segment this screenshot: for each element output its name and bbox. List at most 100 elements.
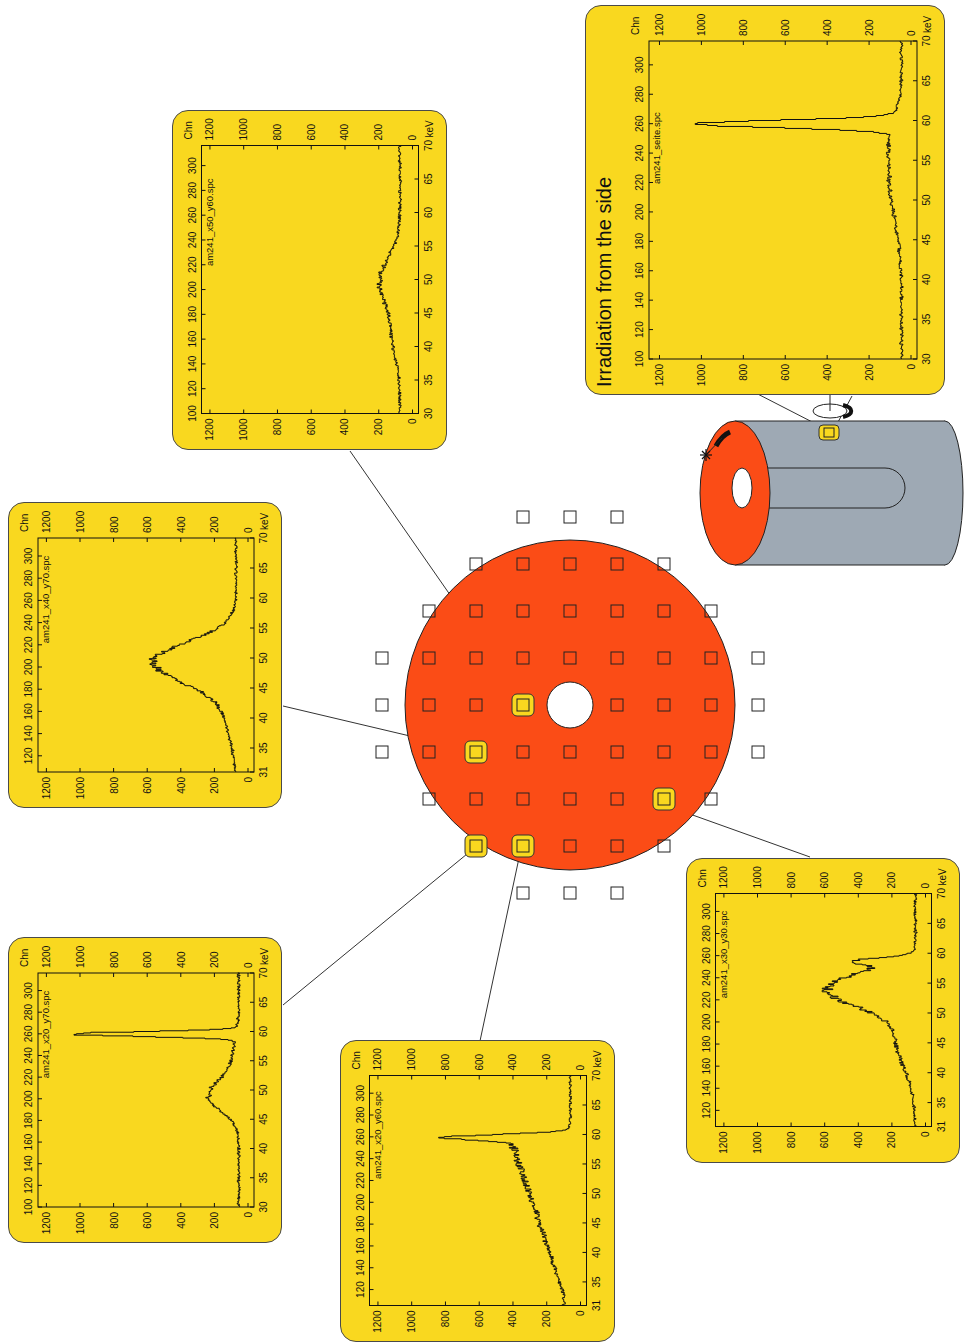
plot-frame: [38, 973, 254, 1207]
channel-tick: 240: [23, 1047, 34, 1064]
axis-ticks: [716, 894, 932, 1127]
axis-unit: keV: [922, 15, 933, 32]
file-name: am241_x20_y60.spc: [373, 1091, 383, 1179]
plot-graphics: [340, 1040, 615, 1342]
energy-tick: 35: [258, 1172, 269, 1183]
scan-position: [470, 699, 482, 711]
channel-tick: 300: [187, 157, 198, 174]
count-tick: 600: [306, 124, 317, 141]
channel-tick: 300: [23, 982, 34, 999]
energy-tick: 55: [258, 1055, 269, 1066]
plot-frame: [649, 41, 917, 359]
spectrum-curve: [822, 894, 917, 1127]
scan-position: [611, 793, 623, 805]
energy-tick: 65: [591, 1099, 602, 1110]
count-tick: 200: [208, 777, 219, 794]
channel-tick: 220: [634, 174, 645, 191]
energy-tick: 45: [258, 682, 269, 693]
channel-tick: 220: [23, 1068, 34, 1085]
scan-position: [517, 558, 529, 570]
energy-tick: 35: [591, 1276, 602, 1287]
energy-tick: 60: [591, 1129, 602, 1140]
energy-tick: 35: [936, 1097, 947, 1108]
count-tick: 600: [141, 777, 152, 794]
scan-position: [376, 652, 388, 664]
energy-tick: 60: [936, 948, 947, 959]
count-tick: 600: [779, 19, 790, 36]
energy-tick: 55: [258, 622, 269, 633]
scan-position: [423, 699, 435, 711]
scan-position: [423, 605, 435, 617]
energy-tick: 30: [921, 353, 932, 364]
position-highlight: [465, 741, 487, 763]
side-source-rim: [843, 405, 851, 417]
count-tick: 1000: [74, 510, 85, 532]
count-tick: 800: [737, 19, 748, 36]
scan-position: [705, 605, 717, 617]
channel-tick: 280: [187, 182, 198, 199]
scan-position: [470, 558, 482, 570]
plot-graphics: [8, 502, 282, 808]
energy-tick: 65: [936, 918, 947, 929]
scan-position: [705, 699, 717, 711]
scan-position: [564, 511, 576, 523]
axis-ticks: [38, 973, 254, 1207]
energy-tick: 65: [258, 996, 269, 1007]
energy-tick: 35: [423, 374, 434, 385]
energy-tick: 50: [921, 194, 932, 205]
count-tick: 1000: [406, 1311, 417, 1333]
channel-tick: 300: [701, 903, 712, 920]
highlighted-positions: [465, 694, 675, 857]
energy-tick: 50: [258, 652, 269, 663]
file-name: am241_x50_y60.spc: [205, 178, 215, 266]
scan-position: [658, 699, 670, 711]
channel-tick: 140: [701, 1080, 712, 1097]
scan-position: [423, 793, 435, 805]
scan-position: [658, 840, 670, 852]
count-tick: 200: [863, 364, 874, 381]
axis-unit: keV: [937, 868, 948, 885]
channel-tick: 200: [634, 203, 645, 220]
count-tick: 0: [407, 135, 418, 141]
scan-position: [470, 652, 482, 664]
channel-tick: 280: [634, 85, 645, 102]
spectrum-curve: [695, 41, 903, 359]
channel-tick: 280: [23, 569, 34, 586]
count-tick: 1200: [204, 118, 215, 140]
channel-tick: 160: [23, 703, 34, 720]
count-tick: 400: [853, 1132, 864, 1149]
channel-tick: 160: [634, 262, 645, 279]
count-tick: 0: [920, 1132, 931, 1138]
channel-tick: 200: [701, 1014, 712, 1031]
channel-tick: 120: [634, 321, 645, 338]
scan-position: [658, 652, 670, 664]
energy-tick: 65: [423, 173, 434, 184]
channel-tick: 180: [23, 1112, 34, 1129]
energy-tick: 40: [591, 1247, 602, 1258]
channel-tick: 100: [187, 405, 198, 422]
spectrum-curve: [73, 973, 239, 1207]
count-tick: 1200: [372, 1048, 383, 1070]
scan-grid: [376, 511, 764, 899]
channel-tick: 280: [23, 1003, 34, 1020]
energy-tick: 55: [423, 240, 434, 251]
count-tick: 200: [886, 1132, 897, 1149]
count-tick: 200: [208, 951, 219, 968]
leader-line: [673, 808, 810, 857]
count-tick: 800: [786, 872, 797, 889]
energy-tick: 35: [921, 313, 932, 324]
energy-tick: 35: [258, 742, 269, 753]
count-tick: 800: [108, 951, 119, 968]
channel-tick: 300: [23, 547, 34, 564]
scan-position: [611, 511, 623, 523]
count-tick: 600: [819, 1132, 830, 1149]
rotated-plot: am241_x20_y60.spcChn12014016018020022024…: [340, 1040, 615, 1342]
spectrum-panel: am241_x20_y60.spcChn12014016018020022024…: [340, 1040, 615, 1342]
channel-tick: 200: [23, 1090, 34, 1107]
count-tick: 400: [339, 419, 350, 436]
count-tick: 800: [440, 1311, 451, 1328]
scan-position: [564, 558, 576, 570]
energy-tick: 70: [591, 1070, 602, 1081]
count-tick: 600: [779, 364, 790, 381]
channel-tick: 160: [355, 1238, 366, 1255]
